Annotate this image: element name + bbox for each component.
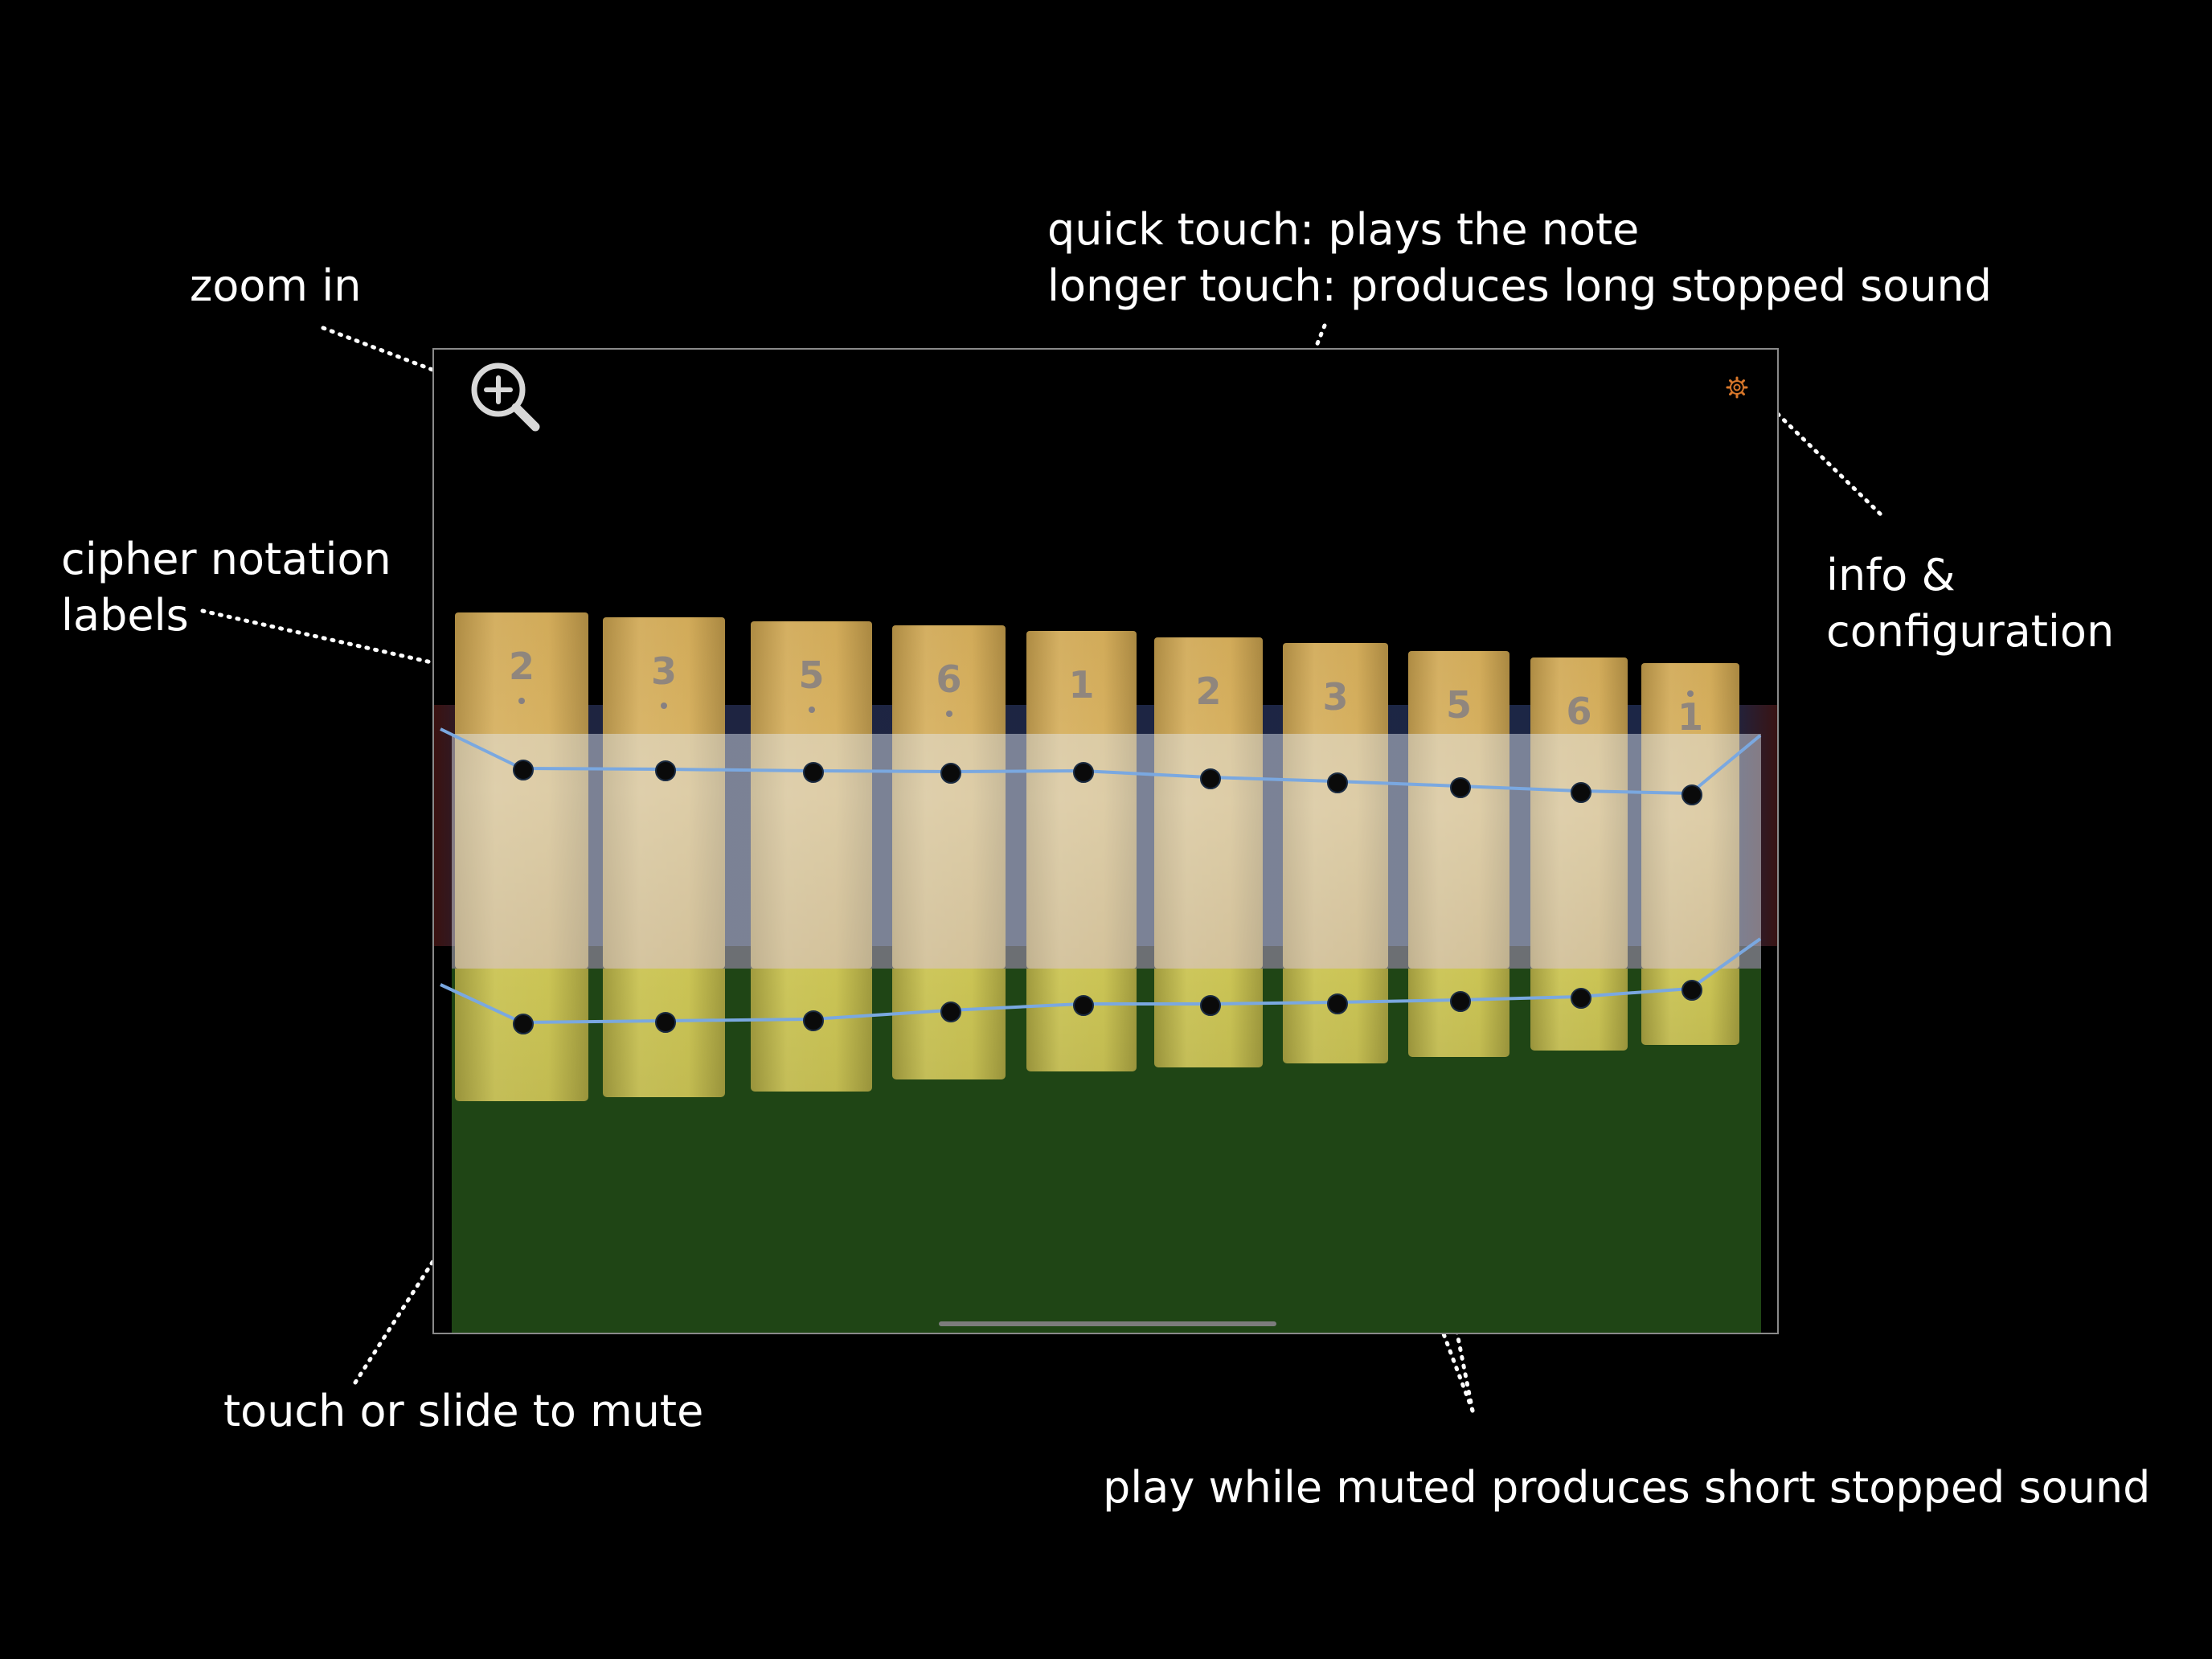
bottom-peg bbox=[1072, 995, 1094, 1016]
octave-dot bbox=[945, 711, 952, 717]
cipher-digit: 2 bbox=[1195, 670, 1222, 713]
cipher-digit: 1 bbox=[1677, 695, 1703, 739]
bar-6[interactable]: 2 bbox=[1154, 637, 1263, 969]
home-indicator[interactable] bbox=[939, 1321, 1276, 1326]
top-peg bbox=[1199, 768, 1221, 789]
cipher-label: 6 bbox=[1530, 690, 1628, 733]
bottom-peg bbox=[1450, 991, 1471, 1012]
octave-dot bbox=[518, 698, 525, 704]
cipher-digit: 1 bbox=[1068, 663, 1095, 707]
cipher-label: 2 bbox=[455, 645, 588, 704]
bottom-peg bbox=[1682, 980, 1702, 1001]
bar-4-mute-end[interactable] bbox=[892, 969, 1006, 1079]
bottom-peg bbox=[940, 1002, 961, 1022]
bar-3[interactable]: 5 bbox=[751, 621, 872, 969]
top-peg bbox=[1450, 777, 1471, 798]
bottom-string bbox=[440, 937, 1762, 1025]
cipher-label: 1 bbox=[1026, 663, 1137, 707]
bar-9[interactable]: 6 bbox=[1530, 657, 1628, 969]
annotation-touch-slide: touch or slide to mute bbox=[223, 1386, 704, 1436]
bar-9-mute-end[interactable] bbox=[1530, 969, 1628, 1051]
bar-strings bbox=[440, 727, 1762, 1025]
cipher-digit: 6 bbox=[936, 657, 962, 701]
cipher-label: 3 bbox=[1283, 675, 1388, 719]
annotation-info: info & bbox=[1826, 550, 1956, 600]
bottom-peg bbox=[1199, 995, 1221, 1016]
bar-1-mute-end[interactable] bbox=[455, 969, 588, 1101]
top-peg bbox=[802, 762, 824, 783]
bar-5[interactable]: 1 bbox=[1026, 631, 1137, 969]
bar-1[interactable]: 2 bbox=[455, 612, 588, 969]
top-peg bbox=[1326, 772, 1348, 793]
bar-2[interactable]: 3 bbox=[603, 617, 725, 969]
annotation-zoom-in: zoom in bbox=[190, 260, 362, 311]
annotation-cipher-notation: cipher notation bbox=[61, 534, 391, 584]
bar-7[interactable]: 3 bbox=[1283, 643, 1388, 969]
annotation-configuration: configuration bbox=[1826, 606, 2115, 657]
bottom-peg bbox=[1326, 993, 1348, 1014]
cipher-label: 5 bbox=[1408, 683, 1509, 727]
top-string bbox=[440, 727, 1762, 796]
bottom-peg bbox=[513, 1014, 534, 1034]
bar-8[interactable]: 5 bbox=[1408, 651, 1509, 969]
cipher-digit: 3 bbox=[650, 649, 677, 693]
cipher-digit: 2 bbox=[508, 645, 535, 688]
annotation-quick-touch: quick touch: plays the note bbox=[1047, 204, 1640, 255]
gear-icon[interactable] bbox=[1725, 375, 1749, 399]
octave-dot bbox=[808, 707, 815, 713]
bottom-peg bbox=[802, 1010, 824, 1031]
bar-4[interactable]: 6 bbox=[892, 625, 1006, 969]
zoom-in-icon[interactable] bbox=[465, 356, 545, 436]
annotation-play-muted: play while muted produces short stopped … bbox=[1103, 1462, 2151, 1513]
bar-7-mute-end[interactable] bbox=[1283, 969, 1388, 1063]
top-peg bbox=[940, 763, 961, 784]
cipher-digit: 5 bbox=[1445, 683, 1472, 727]
top-peg bbox=[1072, 762, 1094, 783]
cipher-digit: 5 bbox=[798, 653, 825, 697]
annotation-longer-touch: longer touch: produces long stopped soun… bbox=[1047, 260, 1993, 311]
cipher-digit: 6 bbox=[1566, 690, 1592, 733]
bar-6-mute-end[interactable] bbox=[1154, 969, 1263, 1067]
octave-dot bbox=[661, 703, 667, 709]
bottom-peg bbox=[1570, 988, 1591, 1009]
bar-2-mute-end[interactable] bbox=[603, 969, 725, 1097]
cipher-label: 1 bbox=[1641, 690, 1739, 739]
octave-dot bbox=[1687, 690, 1694, 697]
cipher-label: 3 bbox=[603, 649, 725, 709]
bar-8-mute-end[interactable] bbox=[1408, 969, 1509, 1057]
bar-10[interactable]: 1 bbox=[1641, 663, 1739, 969]
cipher-digit: 3 bbox=[1322, 675, 1349, 719]
annotation-cipher-labels: labels bbox=[61, 590, 189, 641]
top-peg bbox=[1570, 782, 1591, 803]
top-peg bbox=[655, 760, 676, 781]
top-peg bbox=[513, 760, 534, 780]
cipher-label: 6 bbox=[892, 657, 1006, 717]
top-peg bbox=[1682, 784, 1702, 805]
bottom-peg bbox=[655, 1012, 676, 1033]
app-screen: 2 3 5 6 1 2 3 5 6 1 bbox=[432, 348, 1779, 1334]
cipher-label: 2 bbox=[1154, 670, 1263, 713]
bar-5-mute-end[interactable] bbox=[1026, 969, 1137, 1071]
cipher-label: 5 bbox=[751, 653, 872, 713]
